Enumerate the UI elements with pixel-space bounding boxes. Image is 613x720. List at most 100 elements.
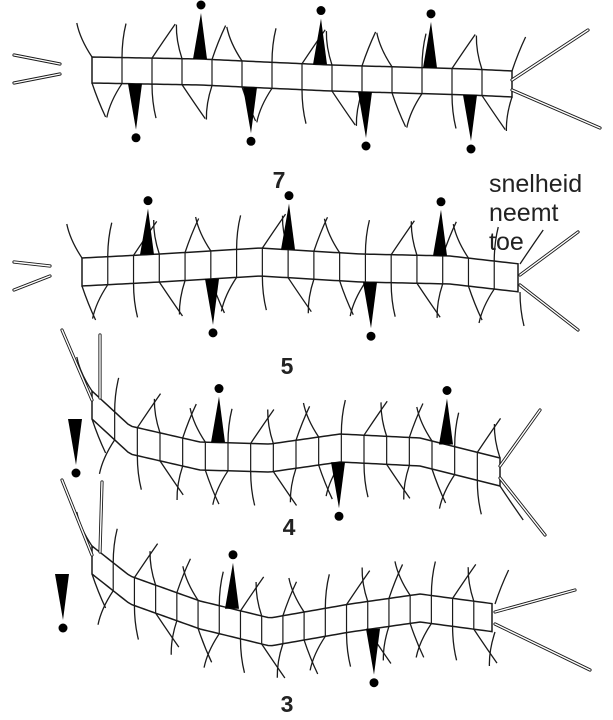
- contact-point-dot: [72, 469, 81, 478]
- leg: [326, 31, 332, 65]
- leg: [134, 606, 138, 640]
- body: [92, 546, 492, 646]
- leg: [228, 409, 232, 443]
- leg: [364, 463, 368, 497]
- appendage-inner: [520, 285, 578, 330]
- appendage-inner: [14, 276, 50, 290]
- label-5: 5: [281, 353, 294, 379]
- appendage-inner: [512, 90, 600, 128]
- leg: [154, 399, 160, 433]
- leg: [108, 223, 112, 257]
- label-3: 3: [281, 691, 294, 717]
- leg: [365, 220, 369, 254]
- leg: [272, 28, 276, 62]
- leg: [407, 94, 422, 128]
- leg: [389, 564, 403, 598]
- leg: [262, 276, 266, 310]
- leg: [416, 624, 431, 658]
- leg: [302, 90, 306, 124]
- appendage-inner: [14, 55, 60, 64]
- leg: [213, 471, 228, 505]
- leg: [251, 409, 274, 443]
- leg: [341, 400, 345, 434]
- centipede-1: [14, 1, 600, 154]
- appendage-inner: [495, 590, 575, 612]
- leg: [179, 280, 185, 314]
- contact-foot: [423, 22, 437, 68]
- leg: [137, 456, 141, 490]
- leg: [240, 639, 244, 673]
- leg: [177, 559, 191, 593]
- leg: [152, 24, 175, 58]
- leg: [92, 83, 106, 117]
- contact-point-dot: [335, 512, 344, 521]
- leg: [411, 221, 417, 255]
- contact-foot: [243, 87, 257, 133]
- contact-point-dot: [370, 678, 379, 687]
- leg: [520, 292, 524, 326]
- leg: [482, 96, 505, 130]
- leg: [432, 469, 446, 503]
- leg: [93, 285, 108, 319]
- leg: [455, 413, 459, 447]
- leg: [219, 572, 223, 606]
- leg: [212, 26, 226, 60]
- leg: [303, 403, 318, 437]
- contact-foot: [55, 574, 69, 620]
- leg: [392, 93, 406, 127]
- leg: [240, 577, 263, 611]
- leg: [395, 561, 410, 595]
- leg: [171, 621, 177, 655]
- contact-foot: [463, 95, 477, 141]
- leg: [296, 406, 310, 440]
- leg: [77, 23, 92, 57]
- leg: [310, 636, 325, 670]
- leg: [277, 644, 283, 678]
- contact-foot: [193, 13, 207, 59]
- leg: [495, 570, 509, 604]
- appendage-inner: [495, 624, 590, 670]
- leg: [362, 32, 376, 66]
- leg: [122, 24, 126, 58]
- contact-foot: [225, 563, 239, 609]
- centipede-4: [55, 480, 590, 687]
- contact-foot: [211, 397, 225, 443]
- leg: [221, 277, 236, 311]
- leg: [476, 36, 482, 70]
- contact-point-dot: [362, 142, 371, 151]
- contact-foot: [358, 92, 372, 138]
- leg: [67, 224, 82, 258]
- contact-point-dot: [247, 137, 256, 146]
- leg: [494, 424, 500, 458]
- leg: [489, 632, 495, 666]
- caption-line-3: toe: [489, 228, 582, 257]
- leg: [115, 378, 119, 412]
- leg: [198, 628, 212, 662]
- leg: [196, 217, 211, 251]
- contact-point-dot: [215, 384, 224, 393]
- contact-point-dot: [59, 624, 68, 633]
- leg: [107, 84, 122, 118]
- appendage-inner: [14, 74, 60, 83]
- leg: [182, 85, 205, 119]
- appendage-inner: [62, 330, 92, 400]
- contact-point-dot: [209, 328, 218, 337]
- contact-point-dot: [467, 145, 476, 154]
- appendage-inner: [500, 478, 545, 535]
- leg: [391, 283, 395, 317]
- leg: [206, 86, 212, 120]
- leg: [439, 475, 454, 509]
- contact-foot: [313, 19, 327, 65]
- leg: [185, 218, 199, 252]
- contact-point-dot: [229, 550, 238, 559]
- leg: [364, 401, 387, 435]
- leg: [237, 215, 241, 249]
- leg: [506, 97, 512, 131]
- leg: [452, 94, 456, 128]
- leg: [177, 466, 183, 500]
- leg: [453, 224, 468, 258]
- leg: [437, 284, 443, 318]
- leg: [474, 629, 497, 663]
- contact-foot: [140, 209, 154, 255]
